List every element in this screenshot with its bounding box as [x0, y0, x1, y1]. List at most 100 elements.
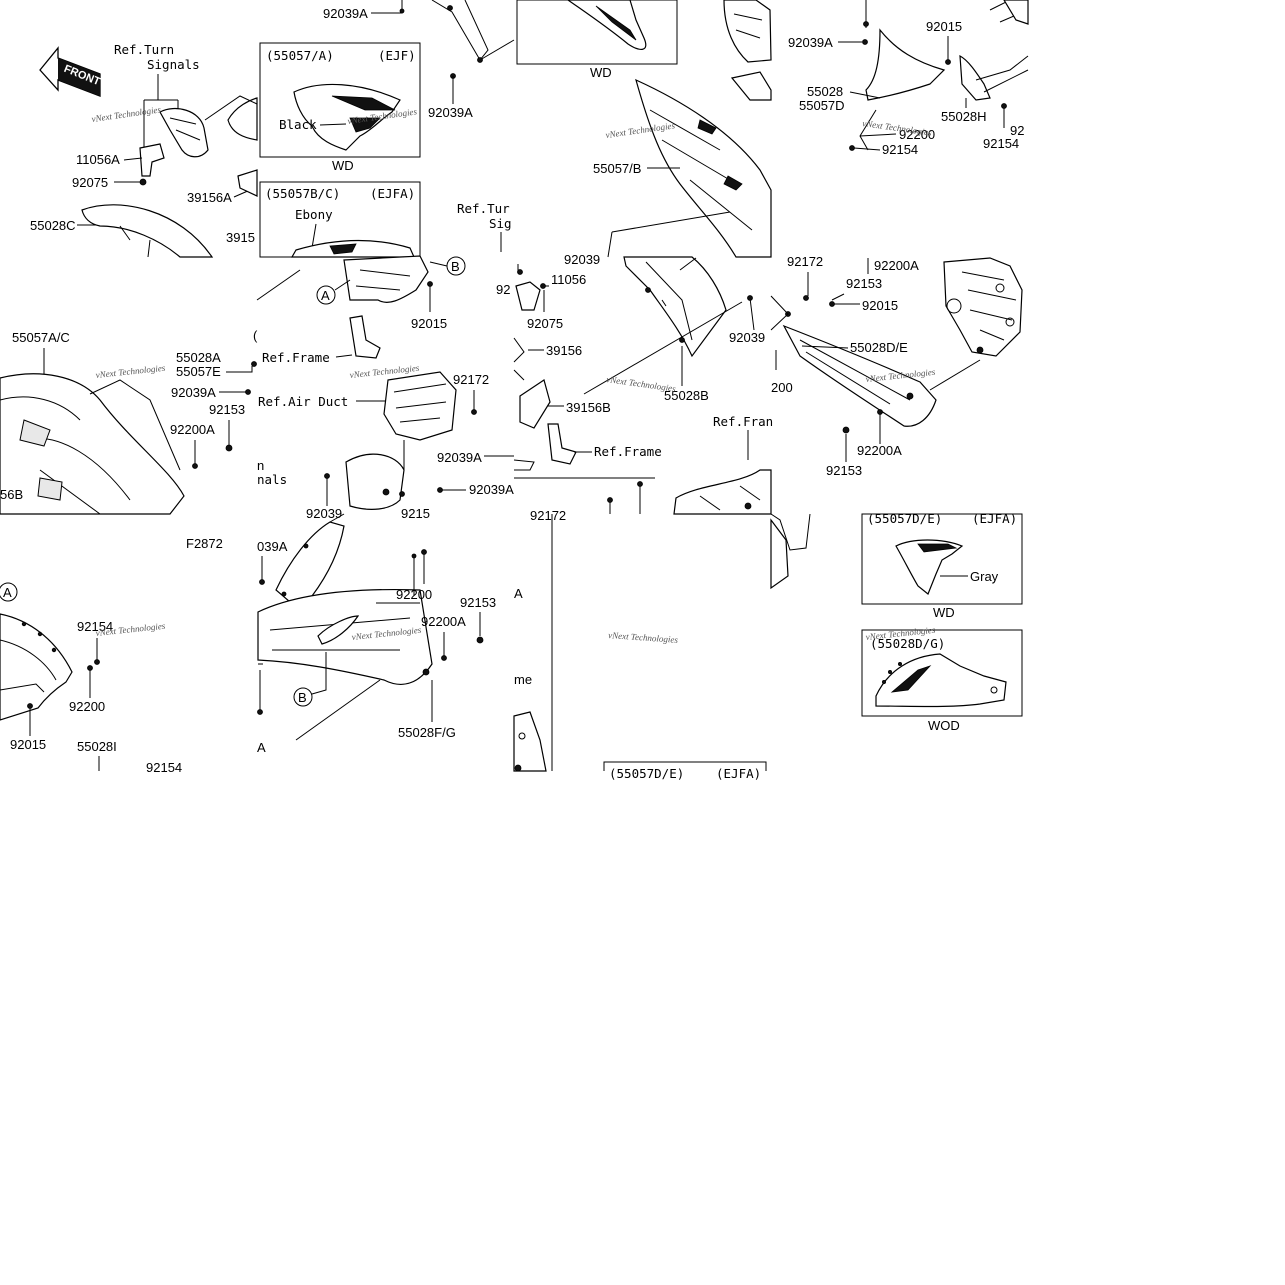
- label-92172-c: 92172: [453, 372, 489, 387]
- label-92075-t7: 92075: [527, 316, 563, 331]
- label-ref-frame-c: Ref.Frame: [262, 350, 330, 365]
- label-56b: 56B: [0, 487, 23, 502]
- tile-lower-right: 92039A 92015 55028 55057D 55028H 92200 9…: [788, 0, 1029, 157]
- label-39156a: 39156A: [187, 190, 232, 205]
- watermark-5: vNext Technologies: [95, 363, 166, 380]
- label-55057e: 55057E: [176, 364, 221, 379]
- label-11056: 11056: [551, 272, 586, 287]
- label-ref-fram-t7: Ref.Fran: [713, 414, 773, 429]
- tile-right-insets: (55057D/E) (EJFA) Gray WD (55028D/G) WOD…: [861, 511, 1023, 733]
- inset-top-wd-caption: WD: [590, 65, 612, 80]
- label-55028b: 55028B: [664, 388, 709, 403]
- label-9215-c: 9215: [401, 506, 430, 521]
- inset-a-caption: WD: [332, 158, 354, 173]
- label-92154-a: 92154: [882, 142, 918, 157]
- inset-de-variant: (EJFA): [972, 511, 1017, 526]
- label-92172-r: 92172: [787, 254, 823, 269]
- tile-front-turn-signal: FRONT Ref.Turn Signals 11056A 92075 3915…: [30, 42, 258, 258]
- callout-a-circle-2: [0, 582, 18, 602]
- callout-b: B: [451, 259, 460, 274]
- label-92154-b: 92154: [983, 136, 1019, 151]
- label-sig: Sig: [489, 216, 512, 231]
- label-39156b: 39156B: [566, 400, 611, 415]
- label-92200-l: 92200: [69, 699, 105, 714]
- label-55028a: 55028A: [176, 350, 221, 365]
- tile-right-lower: 92172 92200A 92153 92015 55028D/E 200 92…: [770, 254, 1023, 478]
- label-a-lower: A: [257, 740, 266, 755]
- tile-left-lower: F2872 A 92154 92200 92015 55028I 92154 v…: [0, 536, 223, 775]
- tile-air-duct: 92015 A B Ref.Frame Ref.Air Duct 92172 9…: [253, 255, 514, 521]
- label-55028fg: 55028F/G: [398, 725, 456, 740]
- label-92015-r2: 92015: [862, 298, 898, 313]
- label-ref-turn: Ref.Turn: [114, 42, 174, 57]
- label-92200a-top-r: 92200A: [874, 258, 919, 273]
- callout-a: A: [321, 288, 330, 303]
- inset-de-color: Gray: [970, 569, 999, 584]
- label-55057b: 55057/B: [593, 161, 641, 176]
- inset-a-color: Black: [279, 117, 317, 132]
- label-92154-l2: 92154: [146, 760, 182, 775]
- tile-lower-cowl: 039A 92200 92153 92200A B 55028F/G A vNe…: [257, 513, 496, 755]
- tile-inset-variants: 92039A 92039A (55057/A) (EJF) Black WD (…: [259, 0, 515, 258]
- figure-code: F2872: [186, 536, 223, 551]
- inset-bc-color: Ebony: [295, 207, 333, 222]
- label-92-t7: 92: [496, 282, 510, 297]
- label-92039a: 92039A: [428, 105, 473, 120]
- inset-partial: [603, 761, 767, 771]
- watermark-11: vNext Technologies: [608, 630, 679, 645]
- inset-a-code: (55057/A): [266, 48, 334, 63]
- label-92153-r: 92153: [846, 276, 882, 291]
- label-92200a-r: 92200A: [857, 443, 902, 458]
- label-55028c: 55028C: [30, 218, 76, 233]
- label-a-t11: A: [514, 586, 523, 601]
- label-55028: 55028: [807, 84, 843, 99]
- label-92015-c: 92015: [411, 316, 447, 331]
- label-92153-c: 92153: [460, 595, 496, 610]
- label-39156: 39156: [546, 343, 582, 358]
- callout-b-2: B: [298, 690, 307, 705]
- inset-de-code: (55057D/E): [867, 511, 942, 526]
- label-039a: 039A: [257, 539, 288, 554]
- label-92154-l: 92154: [77, 619, 113, 634]
- tile-left-fairing: 55057A/C 55028A 55057E 92039A 92153 9220…: [0, 330, 287, 515]
- label-92075: 92075: [72, 175, 108, 190]
- label-55028de: 55028D/E: [850, 340, 908, 355]
- label-92039-t7: 92039: [564, 252, 600, 267]
- label-92015-l: 92015: [10, 737, 46, 752]
- inset-bc-code: (55057B/C): [265, 186, 340, 201]
- label-92039a-l: 92039A: [171, 385, 216, 400]
- label-92039a-r: 92039A: [788, 35, 833, 50]
- label-92039-t7b: 92039: [729, 330, 765, 345]
- inset-dg-code: (55028D/G): [870, 636, 945, 651]
- label-92200a-l: 92200A: [170, 422, 215, 437]
- label-55057ac: 55057A/C: [12, 330, 70, 345]
- label-92200-r: 92200: [899, 127, 935, 142]
- label-55028i: 55028I: [77, 739, 117, 754]
- label-92015-r: 92015: [926, 19, 962, 34]
- callout-b-circle-2: [293, 687, 313, 707]
- label-ref-air-duct: Ref.Air Duct: [258, 394, 348, 409]
- label-92153-l: 92153: [209, 402, 245, 417]
- label-92039-c: 92039: [306, 506, 342, 521]
- callout-a-circle: [316, 285, 336, 305]
- label-92039a-top: 92039A: [323, 6, 368, 21]
- label-signals: Signals: [147, 57, 200, 72]
- inset-bc-variant: (EJFA): [370, 186, 415, 201]
- label-ref-frame-t7: Ref.Frame: [594, 444, 662, 459]
- tile-bracket: 92039 92 11056 92075 39156 92039 55028B …: [496, 252, 773, 515]
- label-paren: (: [253, 328, 258, 343]
- label-92172-t11: 92172: [530, 508, 566, 523]
- label-nals: nals: [257, 472, 287, 487]
- label-3915: 3915: [226, 230, 255, 245]
- watermark-7: vNext Technologies: [606, 374, 677, 394]
- label-92039a-c2: 92039A: [469, 482, 514, 497]
- label-200: 200: [771, 380, 793, 395]
- callout-a-2: A: [3, 585, 12, 600]
- label-me: me: [514, 672, 532, 687]
- label-55028h: 55028H: [941, 109, 987, 124]
- inset-partial-variant: (EJFA): [716, 766, 761, 781]
- label-92153-r2: 92153: [826, 463, 862, 478]
- inset-a-variant: (EJF): [378, 48, 416, 63]
- watermark: vNext Technologies: [91, 104, 162, 124]
- label-92-partial: 92: [1010, 123, 1024, 138]
